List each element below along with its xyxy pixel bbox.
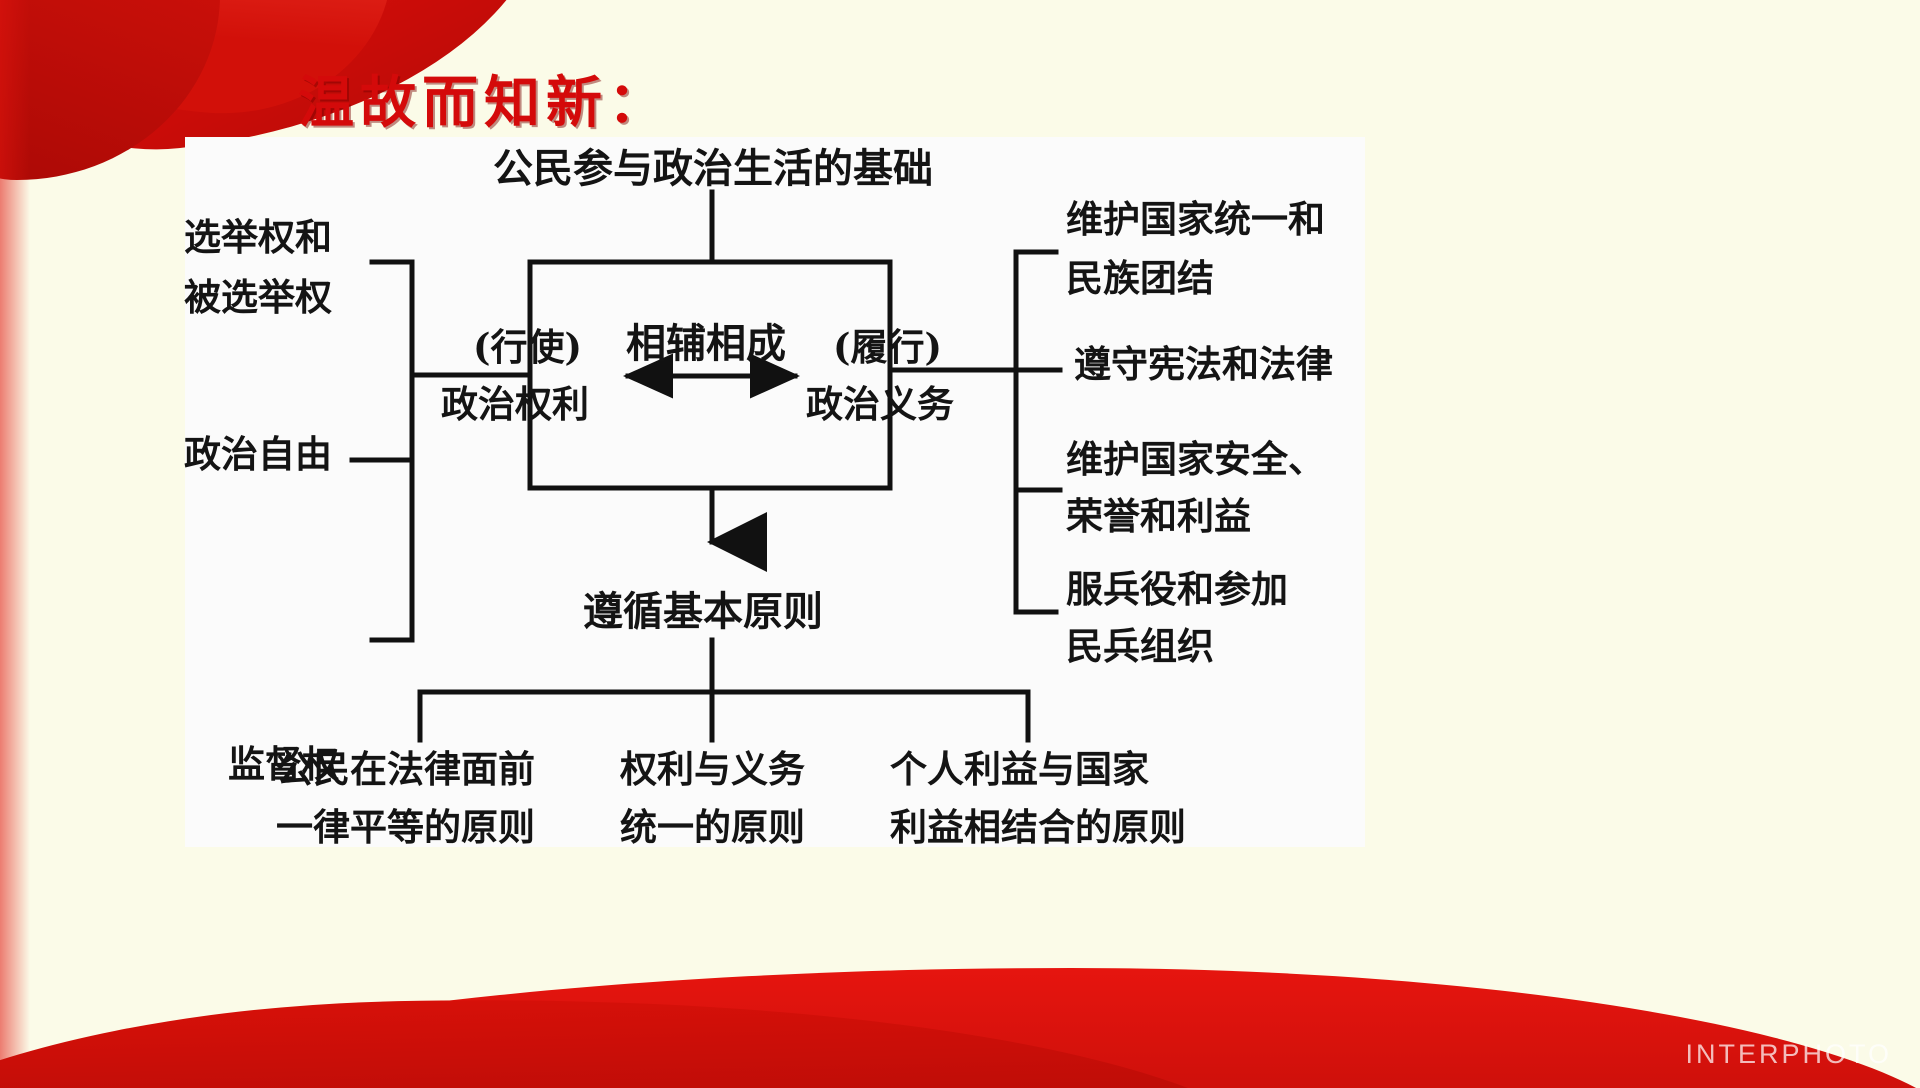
center-left-line2: 政治权利: [441, 382, 589, 426]
principle-1-line2: 统一的原则: [620, 805, 805, 849]
right-item-2-line1: 维护国家安全、: [1066, 437, 1325, 481]
diagram-board: [185, 137, 1365, 847]
right-item-3-line1: 服兵役和参加: [1066, 567, 1288, 611]
principle-2-line2: 利益相结合的原则: [890, 805, 1186, 849]
principle-1-line1: 权利与义务: [620, 747, 805, 791]
right-item-1-line1: 遵守宪法和法律: [1074, 342, 1333, 386]
watermark: INTERPHOTO: [1685, 1039, 1892, 1069]
slide-title: 温故而知新：: [298, 70, 670, 136]
red-edge-left: [0, 0, 30, 1088]
right-item-0-line2: 民族团结: [1066, 256, 1214, 300]
left-item-0-line1: 选举权和: [184, 215, 332, 259]
center-right-line2: 政治义务: [806, 382, 954, 426]
right-item-3-line2: 民兵组织: [1066, 624, 1214, 668]
center-left-line1: (行使): [473, 325, 583, 369]
principle-root-label: 遵循基本原则: [583, 588, 823, 635]
right-item-0-line1: 维护国家统一和: [1066, 197, 1325, 241]
principle-2-line1: 个人利益与国家: [890, 747, 1149, 791]
left-item-2-line1: 监督权: [228, 742, 339, 786]
principle-0-line1: 公民在法律面前: [276, 747, 535, 791]
diagram-root-label: 公民参与政治生活的基础: [493, 145, 933, 192]
center-right-line1: (履行): [833, 325, 943, 369]
relation-label: 相辅相成: [626, 320, 786, 367]
left-item-0-line2: 被选举权: [184, 275, 332, 319]
right-item-2-line2: 荣誉和利益: [1066, 494, 1251, 538]
principle-0-line2: 一律平等的原则: [276, 805, 535, 849]
left-item-1-line1: 政治自由: [184, 432, 332, 476]
red-ribbon-bottom: [0, 938, 1920, 1088]
